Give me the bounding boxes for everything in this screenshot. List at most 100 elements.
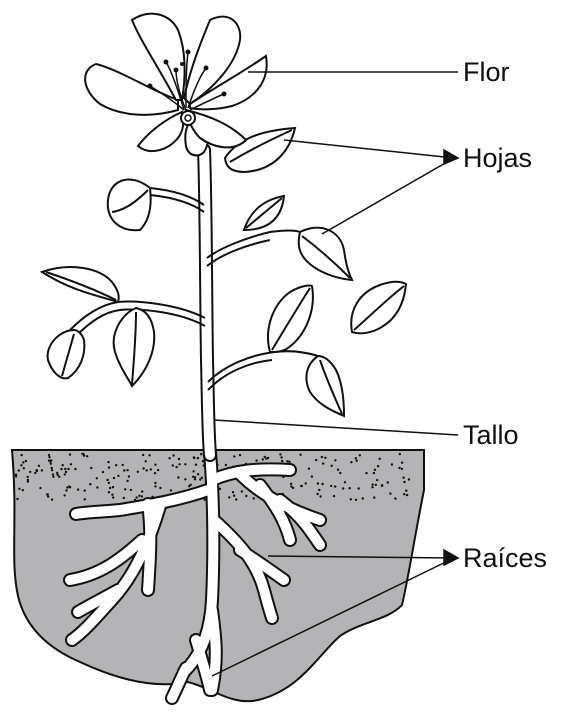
soil-speckle — [316, 493, 318, 495]
leader-hojas-2 — [322, 158, 454, 234]
soil-speckle — [51, 469, 53, 471]
soil-speckle — [376, 479, 378, 481]
soil-speckle — [84, 498, 86, 500]
soil-speckle — [52, 473, 54, 475]
soil-speckle — [350, 461, 352, 463]
soil-speckle — [253, 497, 255, 499]
soil-speckle — [29, 471, 31, 473]
soil-speckle — [200, 453, 202, 455]
soil-speckle — [355, 499, 357, 501]
soil-speckle — [245, 495, 247, 497]
soil-speckle — [315, 459, 317, 461]
soil-speckle — [317, 482, 319, 484]
soil-speckle — [362, 497, 364, 499]
soil-speckle — [60, 468, 62, 470]
soil-speckle — [281, 460, 283, 462]
soil-speckle — [82, 453, 84, 455]
soil-speckle — [130, 489, 132, 491]
soil-speckle — [117, 475, 119, 477]
soil-speckle — [337, 469, 339, 471]
soil-speckle — [136, 496, 138, 498]
soil-speckle — [142, 454, 144, 456]
soil-speckle — [389, 492, 391, 494]
soil-speckle — [188, 485, 190, 487]
soil-speckle — [159, 487, 161, 489]
soil-speckle — [157, 469, 159, 471]
soil-speckle — [113, 477, 115, 479]
soil-speckle — [48, 456, 50, 458]
soil-speckle — [115, 464, 117, 466]
soil-speckle — [65, 489, 67, 491]
soil-speckle — [401, 468, 403, 470]
soil-speckle — [290, 483, 292, 485]
soil-speckle — [239, 454, 241, 456]
soil-speckle — [192, 470, 194, 472]
soil-speckle — [146, 469, 148, 471]
soil-speckle — [255, 459, 257, 461]
soil-speckle — [123, 497, 125, 499]
soil-speckle — [331, 465, 333, 467]
soil-speckle — [299, 454, 301, 456]
soil-speckle — [64, 473, 66, 475]
soil-speckle — [403, 481, 405, 483]
soil-speckle — [138, 495, 140, 497]
soil-speckle — [34, 472, 36, 474]
soil-speckle — [154, 472, 156, 474]
soil-speckle — [67, 468, 69, 470]
soil-speckle — [193, 457, 195, 459]
soil-speckle — [197, 457, 199, 459]
soil-speckle — [21, 454, 23, 456]
soil-speckle — [399, 453, 401, 455]
soil-speckle — [27, 479, 29, 481]
soil-speckle — [233, 495, 235, 497]
leaves — [42, 128, 406, 416]
soil-speckle — [126, 469, 128, 471]
soil-speckle — [305, 482, 307, 484]
soil-speckle — [344, 481, 346, 483]
soil-speckle — [39, 487, 41, 489]
soil-speckle — [300, 485, 302, 487]
leaf — [306, 356, 344, 416]
soil-speckle — [290, 485, 292, 487]
soil-speckle — [108, 466, 110, 468]
soil-speckle — [374, 469, 376, 471]
soil-speckle — [68, 485, 70, 487]
soil-speckle — [70, 463, 72, 465]
soil-speckle — [154, 485, 156, 487]
soil-speckle — [46, 493, 48, 495]
soil-speckle — [84, 489, 86, 491]
soil-speckle — [150, 468, 152, 470]
soil-speckle — [201, 477, 203, 479]
soil-speckle — [371, 486, 373, 488]
soil-speckle — [124, 488, 126, 490]
soil-speckle — [22, 461, 24, 463]
soil-speckle — [406, 494, 408, 496]
pistil — [181, 111, 195, 125]
leaf — [299, 228, 352, 280]
leaf — [114, 308, 155, 386]
soil-speckle — [50, 459, 52, 461]
soil-speckle — [241, 490, 243, 492]
soil-speckle — [96, 486, 98, 488]
soil-speckle — [319, 495, 321, 497]
soil-speckle — [122, 464, 124, 466]
soil-speckle — [280, 456, 282, 458]
label-flor: Flor — [463, 59, 510, 86]
flower — [85, 14, 267, 156]
soil-speckle — [52, 476, 54, 478]
soil-speckle — [197, 473, 199, 475]
soil-speckle — [148, 454, 150, 456]
soil-speckle — [350, 498, 352, 500]
leaf — [351, 282, 406, 333]
soil-speckle — [96, 477, 98, 479]
arrow-raices — [444, 550, 458, 565]
soil-speckle — [334, 459, 336, 461]
soil-speckle — [112, 486, 114, 488]
petal — [138, 112, 183, 151]
soil-speckle — [359, 454, 361, 456]
leaf — [268, 286, 313, 352]
soil-speckle — [355, 457, 357, 459]
soil-speckle — [321, 483, 323, 485]
leaf — [48, 330, 85, 378]
soil-speckle — [128, 475, 130, 477]
